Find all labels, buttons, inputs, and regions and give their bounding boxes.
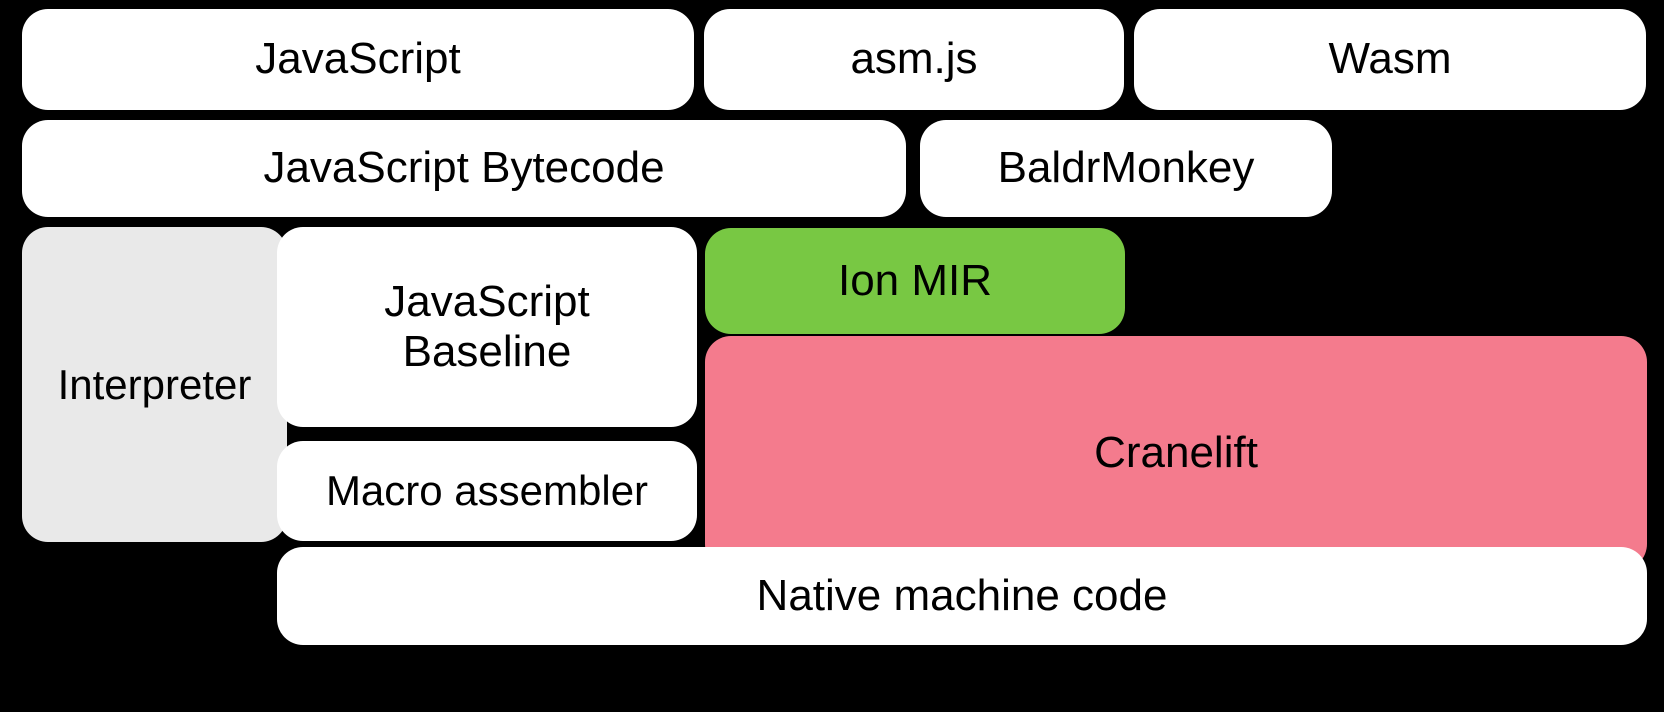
block-javascript: JavaScript — [22, 9, 694, 110]
block-javascript-baseline: JavaScript Baseline — [277, 227, 697, 427]
block-interpreter: Interpreter — [22, 227, 287, 542]
block-baldrmonkey: BaldrMonkey — [920, 120, 1332, 217]
block-javascript-bytecode: JavaScript Bytecode — [22, 120, 906, 217]
block-native-machine-code: Native machine code — [277, 547, 1647, 645]
block-macro-assembler: Macro assembler — [277, 441, 697, 541]
block-ion-mir: Ion MIR — [705, 228, 1125, 334]
block-cranelift: Cranelift — [705, 336, 1647, 570]
block-wasm: Wasm — [1134, 9, 1646, 110]
block-asm-js: asm.js — [704, 9, 1124, 110]
